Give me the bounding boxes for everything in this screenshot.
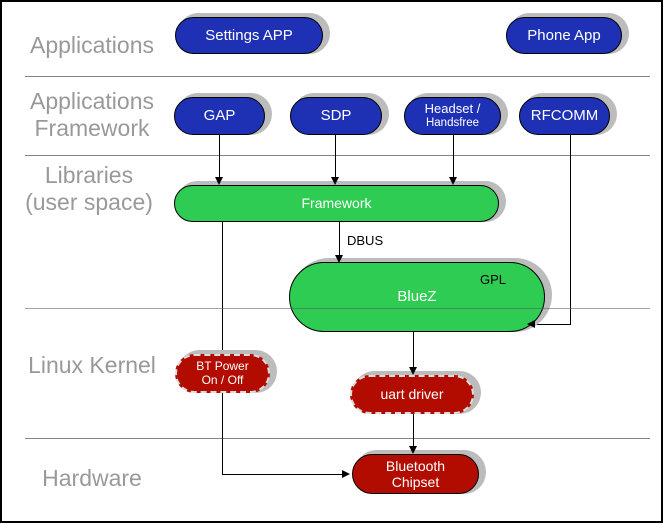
edge-uart-to-chipset	[413, 414, 414, 446]
node-label: SDP	[320, 107, 352, 125]
layer-divider	[25, 76, 650, 77]
arrowhead-icon	[449, 177, 457, 185]
layer-label-text: Hardware	[42, 465, 142, 491]
node-label: Chipset	[391, 474, 440, 490]
node-uart-driver: uart driver	[350, 375, 474, 414]
arrowhead-icon	[335, 255, 343, 263]
node-label: On / Off	[201, 372, 244, 387]
badge-text: GPL	[480, 272, 507, 287]
node-label: Settings APP	[205, 26, 293, 44]
dbus-edge-label: DBUS	[347, 233, 383, 248]
layer-label-hardware: Hardware	[22, 465, 162, 492]
node-headset-handsfree: Headset /Handsfree	[404, 97, 501, 135]
layer-label-applications: Applications	[16, 32, 168, 59]
node-framework: Framework	[174, 185, 499, 222]
node-label: Framework	[301, 195, 372, 212]
arrowhead-icon	[409, 367, 417, 375]
edge-gap-to-framework	[219, 135, 220, 177]
node-label: Phone App	[527, 26, 601, 44]
node-label: BlueZ	[397, 288, 437, 306]
node-label: Headset /	[424, 100, 481, 116]
node-sdp: SDP	[290, 97, 382, 135]
arrowhead-icon	[331, 177, 339, 185]
node-label: RFCOMM	[530, 107, 599, 125]
layer-divider	[25, 155, 650, 156]
node-label: BT Power	[196, 358, 249, 373]
node-label: Handsfree	[425, 116, 480, 129]
layer-divider	[25, 308, 650, 309]
arrowhead-icon	[527, 320, 535, 328]
edge-rfcomm-to-bluez	[535, 324, 571, 325]
layer-label-text: Libraries	[44, 162, 134, 188]
edge-bluez-to-uart	[413, 332, 414, 367]
arrowhead-icon	[342, 470, 350, 478]
layer-label-libraries-user-space: Libraries(user space)	[8, 162, 170, 216]
layer-label-linux-kernel: Linux Kernel	[16, 352, 168, 379]
arrowhead-icon	[215, 177, 223, 185]
edge-rfcomm-to-bluez	[570, 135, 571, 325]
layer-label-text: Applications	[29, 88, 155, 114]
node-settings-app: Settings APP	[175, 17, 323, 54]
arrowhead-icon	[409, 446, 417, 454]
node-label: Bluetooth	[385, 457, 446, 474]
node-label: GAP	[203, 107, 236, 125]
layer-label-text: (user space)	[25, 189, 153, 216]
edge-framework-to-chipset	[222, 222, 223, 475]
layer-label-text: Linux Kernel	[28, 352, 156, 378]
node-rfcomm: RFCOMM	[519, 97, 610, 135]
layer-label-text: Framework	[34, 115, 150, 142]
edge-sdp-to-framework	[335, 135, 336, 177]
gpl-badge: GPL	[480, 272, 506, 287]
edge-framework-to-bluez	[339, 222, 340, 255]
node-label: uart driver	[380, 386, 444, 403]
edge-headset-to-framework	[453, 135, 454, 177]
edge-label-text: DBUS	[347, 233, 384, 248]
node-bluez: BlueZ	[289, 262, 545, 332]
node-gap: GAP	[174, 97, 265, 135]
layer-label-text: Applications	[29, 32, 155, 58]
edge-framework-to-chipset	[222, 474, 343, 475]
node-phone-app: Phone App	[506, 17, 622, 54]
layer-divider	[25, 438, 650, 439]
